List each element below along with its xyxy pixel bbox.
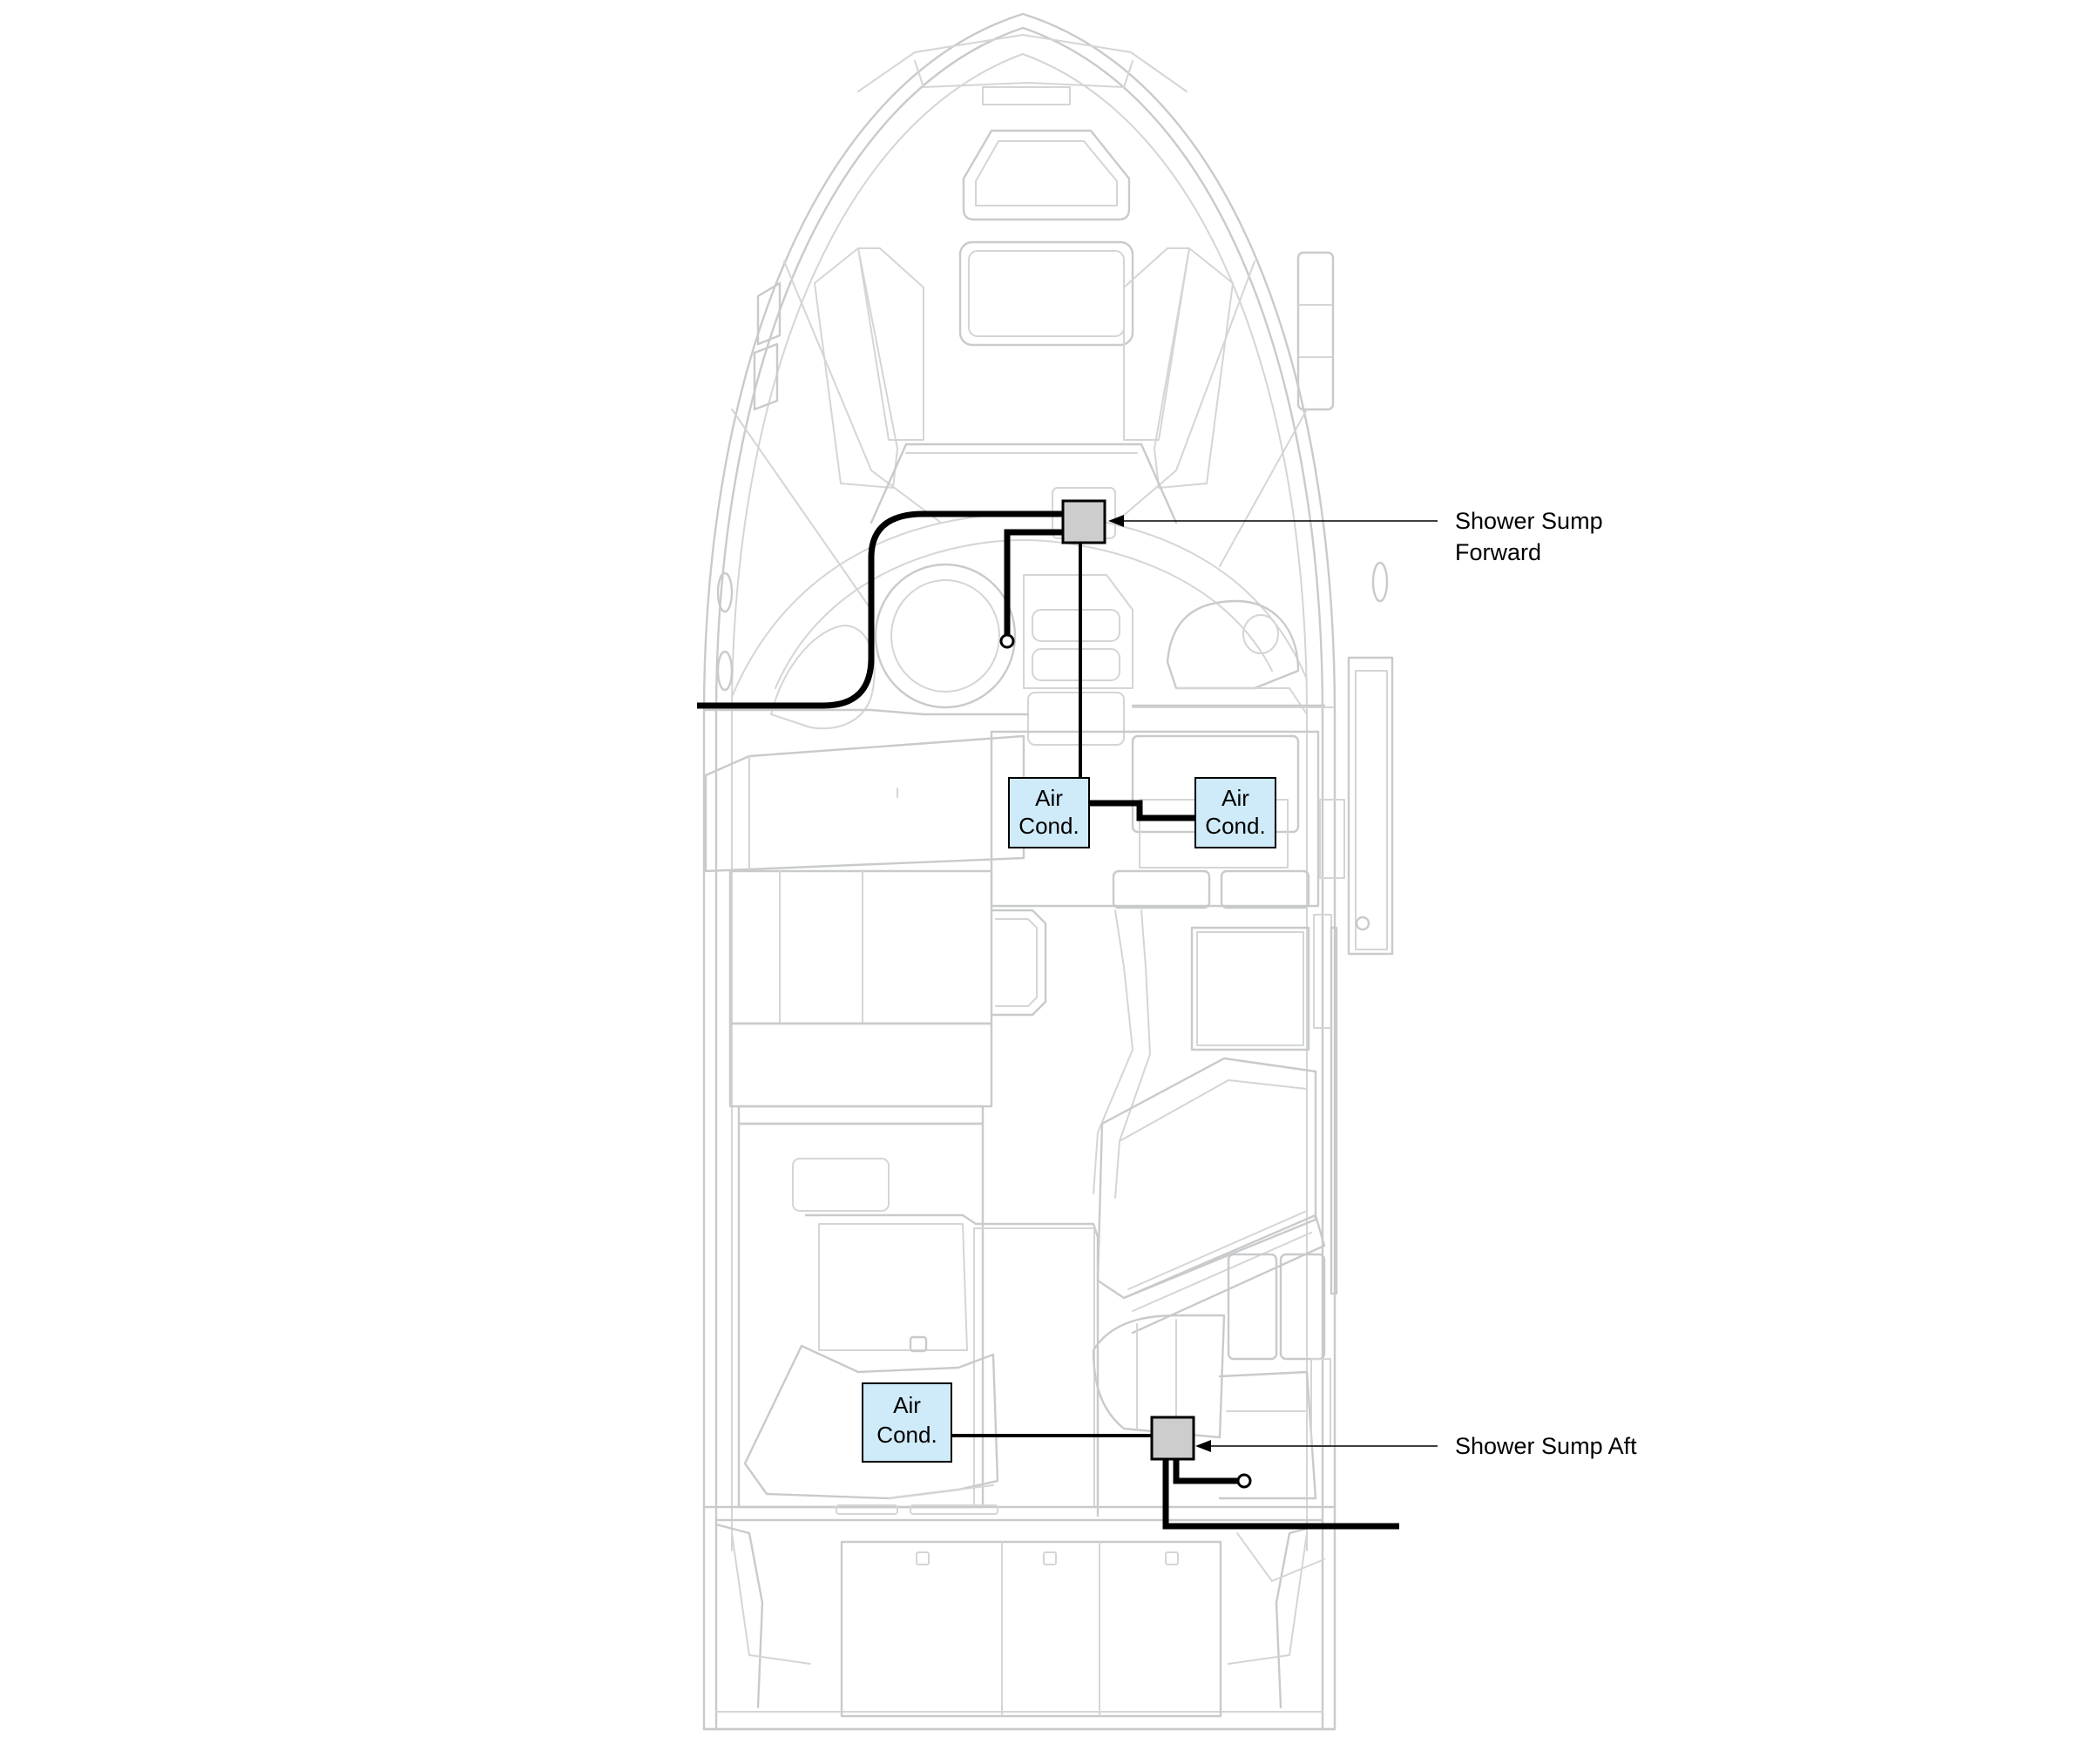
air-cond-label-line2: Cond.: [1205, 813, 1265, 839]
air-cond-unit-forward-starboard: Air Cond.: [1194, 777, 1276, 848]
callout-shower-sump-forward: Shower Sump Forward: [1108, 508, 1603, 565]
forward-drain-line: [1004, 529, 1067, 639]
helm-area: [702, 443, 1394, 956]
air-cond-unit-aft: Air Cond.: [862, 1382, 952, 1463]
air-cond-label-line1: Air: [1221, 785, 1249, 811]
air-cond-label-line1: Air: [1035, 785, 1063, 811]
aft-cabin: [728, 1022, 1331, 1517]
air-cond-label-line2: Cond.: [876, 1422, 937, 1448]
callout-label-line1: Shower Sump: [1455, 508, 1603, 534]
air-cond-label-line1: Air: [893, 1392, 921, 1418]
aft-plumbing: [951, 1434, 1399, 1530]
aft-discharge-line: [1162, 1450, 1399, 1530]
shower-sump-aft: [1150, 1416, 1195, 1461]
air-cond-label-line2: Cond.: [1018, 813, 1079, 839]
callout-label-line2: Forward: [1455, 539, 1541, 565]
aft-drain-line: [1173, 1450, 1237, 1484]
forward-plumbing: [697, 510, 1195, 821]
aft-drain-fitting: [1236, 1473, 1252, 1489]
hull-outline: [702, 12, 1336, 1731]
air-cond-link-line: [1089, 800, 1195, 821]
forward-drain-fitting: [999, 633, 1015, 649]
bow-deck: [716, 34, 1389, 692]
air-cond-unit-forward-port: Air Cond.: [1008, 777, 1090, 848]
callout-label: Shower Sump Aft: [1455, 1433, 1637, 1459]
callout-shower-sump-aft: Shower Sump Aft: [1195, 1433, 1637, 1459]
forward-discharge-line: [697, 510, 1067, 709]
transom-platform: [702, 1504, 1336, 1718]
midship-cabin: [704, 730, 1345, 1295]
shower-sump-forward: [1061, 499, 1106, 544]
